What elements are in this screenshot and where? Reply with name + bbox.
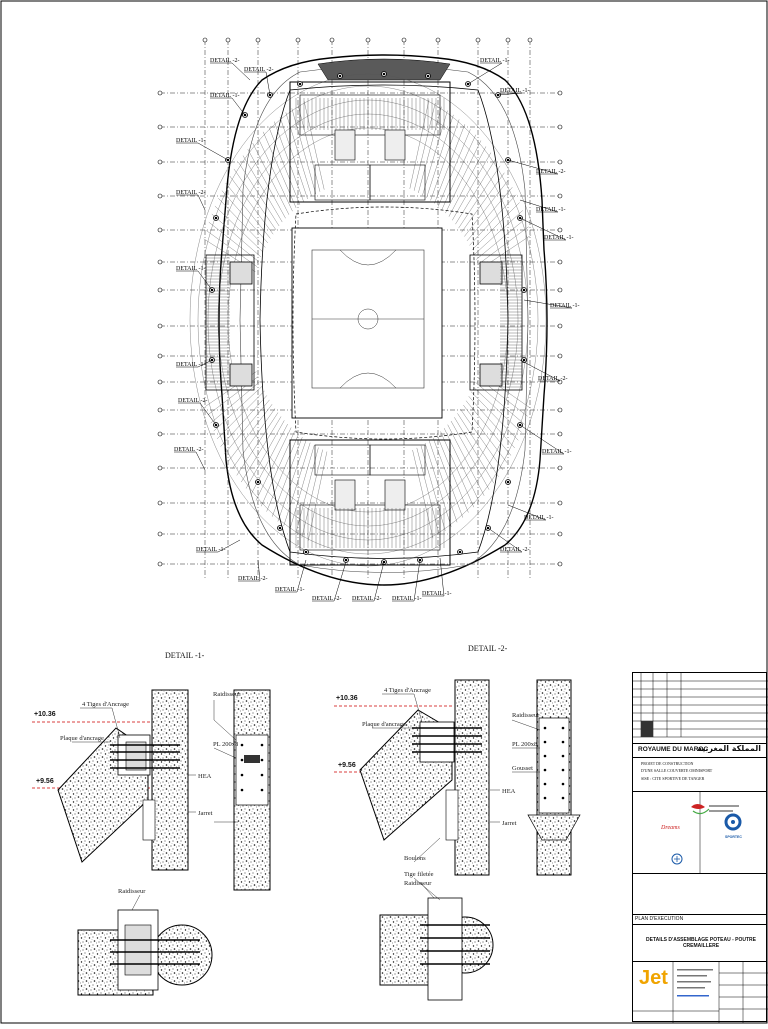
detail1-level-high: +10.36 bbox=[34, 711, 56, 718]
detail-callout: DETAIL -1- bbox=[176, 138, 205, 144]
detail-callout: DETAIL -1- bbox=[196, 547, 225, 553]
detail-callout: DETAIL -2- bbox=[536, 169, 565, 175]
detail1-title: DETAIL -1- bbox=[165, 651, 205, 660]
detail-callout: DETAIL -1- bbox=[480, 58, 509, 64]
detail-callout: DETAIL -2- bbox=[210, 58, 239, 64]
country-fr: ROYAUME DU MAROC bbox=[638, 746, 709, 753]
detail-callout: DETAIL -2- bbox=[238, 576, 267, 582]
svg-text:Tige filetée: Tige filetée bbox=[404, 871, 434, 878]
svg-text:Boulons: Boulons bbox=[404, 855, 426, 862]
detail-callout: DETAIL -1- bbox=[542, 449, 571, 455]
detail2-title: DETAIL -2- bbox=[468, 644, 508, 653]
ministry-logo-icon bbox=[691, 804, 739, 815]
detail-callout: DETAIL -1- bbox=[210, 93, 239, 99]
company-name: SPORTEC bbox=[725, 835, 742, 839]
detail-callout: DETAIL -2- bbox=[174, 447, 203, 453]
dreams-logo-icon: Dreams bbox=[660, 825, 680, 831]
detail-callout: DETAIL -1- bbox=[536, 207, 565, 213]
detail-callout: DETAIL -2- bbox=[244, 67, 273, 73]
detail-callout: DETAIL -1- bbox=[275, 587, 304, 593]
svg-text:Raidisseur: Raidisseur bbox=[118, 888, 146, 895]
svg-text:Plaque d'ancrage: Plaque d'ancrage bbox=[60, 735, 104, 742]
detail-callout: DETAIL -2- bbox=[312, 596, 341, 602]
detail2-level-high: +10.36 bbox=[336, 695, 358, 702]
svg-text:HEA: HEA bbox=[502, 788, 516, 795]
detail-callout: DETAIL -1- bbox=[392, 596, 421, 602]
svg-text:Raidisseur: Raidisseur bbox=[512, 712, 540, 719]
agency-logo-icon bbox=[671, 853, 683, 865]
project-line3: SISE : CITE SPORTIVE DE TANGER bbox=[641, 776, 705, 781]
drawing-title: DETAILS D'ASSEMBLAGE POTEAU - POUTRE CRE… bbox=[646, 937, 756, 949]
svg-text:Jarret: Jarret bbox=[198, 810, 213, 817]
logos-area: Dreams bbox=[660, 791, 742, 873]
svg-text:HEA: HEA bbox=[198, 773, 212, 780]
jet-logo: Jet bbox=[639, 967, 668, 989]
detail-callout: DETAIL -2- bbox=[176, 190, 205, 196]
detail-callout: DETAIL -2- bbox=[500, 547, 529, 553]
svg-text:PL 200x8: PL 200x8 bbox=[213, 741, 238, 748]
detail-callout: DETAIL -1- bbox=[550, 303, 579, 309]
svg-text:4 Tiges d'Ancrage: 4 Tiges d'Ancrage bbox=[384, 687, 431, 694]
svg-text:PL 200x8: PL 200x8 bbox=[512, 741, 537, 748]
sportec-logo-icon bbox=[724, 813, 742, 831]
detail-callout: DETAIL -2- bbox=[352, 596, 381, 602]
project-line2: D'UNE SALLE COUVERTE OMNISPORT bbox=[641, 768, 713, 773]
svg-text:Raidisseur: Raidisseur bbox=[404, 880, 432, 887]
svg-text:Raidisseur: Raidisseur bbox=[213, 691, 241, 698]
detail-callout: DETAIL -1- bbox=[500, 88, 529, 94]
svg-text:Gousset: Gousset bbox=[512, 765, 533, 772]
bottom-block-grid bbox=[633, 961, 768, 1023]
title-block: ROYAUME DU MAROC المملكة المغربية PROJET… bbox=[632, 672, 768, 1023]
revision-table bbox=[633, 673, 768, 738]
detail-callout: DETAIL -2- bbox=[538, 376, 567, 382]
svg-text:Jarret: Jarret bbox=[502, 820, 517, 827]
detail-callout: DETAIL -1- bbox=[544, 235, 573, 241]
detail1-level-low: +9.56 bbox=[36, 778, 54, 785]
svg-text:Plaque d'ancrage: Plaque d'ancrage bbox=[362, 721, 406, 728]
country-ar: المملكة المغربية bbox=[697, 744, 761, 753]
detail-callout: DETAIL -2- bbox=[178, 398, 207, 404]
svg-text:Dreams: Dreams bbox=[660, 825, 680, 831]
detail2-level-low: +9.56 bbox=[338, 762, 356, 769]
detail-callout: DETAIL -1- bbox=[176, 362, 205, 368]
detail-callout: DETAIL -1- bbox=[524, 515, 553, 521]
detail-callout: DETAIL -1- bbox=[422, 591, 451, 597]
project-line1: PROJET DE CONSTRUCTION bbox=[641, 761, 694, 766]
detail-callout: DETAIL -1- bbox=[176, 266, 205, 272]
plan-type: PLAN D'EXECUTION bbox=[635, 916, 684, 922]
svg-text:4 Tiges d'Ancrage: 4 Tiges d'Ancrage bbox=[82, 701, 129, 708]
